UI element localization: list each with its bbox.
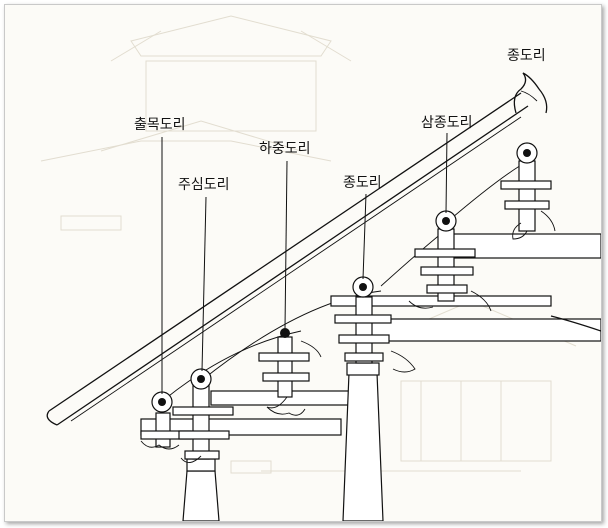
purlin-samjong <box>435 210 457 232</box>
columns <box>182 362 384 521</box>
label-jong-dori-mid: 종도리 <box>343 175 382 191</box>
label-samjong-dori: 삼종도리 <box>421 115 473 131</box>
diagram-frame: 출목도리 주심도리 하중도리 종도리 삼종도리 종도리 <box>4 4 602 522</box>
bracket-sets <box>140 160 556 463</box>
purlin-chulmok <box>151 391 173 413</box>
ridge-ornament <box>513 72 548 114</box>
purlin-jusim <box>190 368 212 390</box>
label-hajung-dori: 하중도리 <box>259 141 311 157</box>
label-chulmok-dori: 출목도리 <box>134 117 186 133</box>
label-jong-dori-top: 종도리 <box>507 48 546 64</box>
purlins <box>151 142 538 413</box>
label-jusim-dori: 주심도리 <box>178 177 230 193</box>
leader-lines <box>161 132 448 394</box>
purlin-jong-top <box>516 142 538 164</box>
background-sketch <box>40 15 577 474</box>
roof-section-diagram: 출목도리 주심도리 하중도리 종도리 삼종도리 종도리 <box>40 15 601 521</box>
purlin-jong-mid <box>352 276 374 298</box>
purlin-hajung <box>280 328 290 338</box>
